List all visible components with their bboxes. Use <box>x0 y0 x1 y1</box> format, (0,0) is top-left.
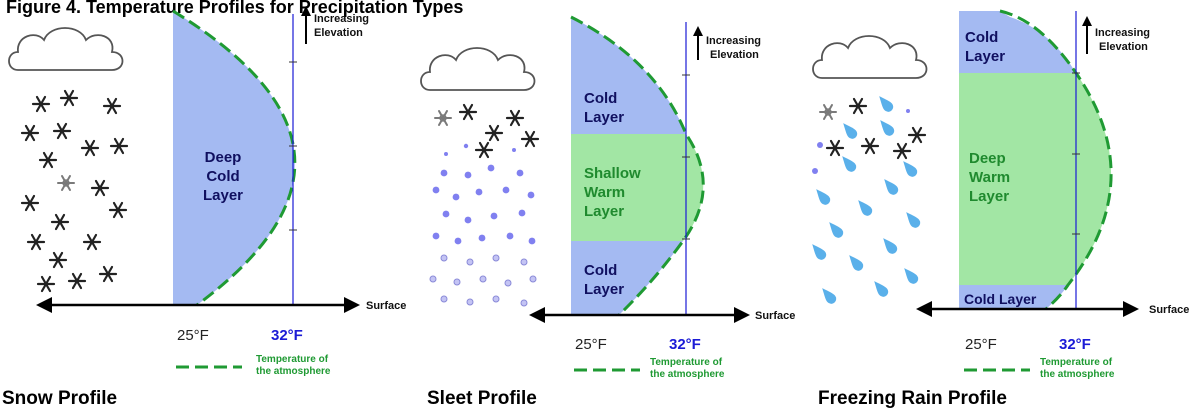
cloud-icon <box>420 47 536 91</box>
ice-pellets <box>429 254 537 307</box>
legend-text: Temperature of <box>650 357 723 368</box>
increasing-label: Increasing <box>706 35 761 47</box>
temp-25-label: 25°F <box>965 336 997 353</box>
profile-label: Snow Profile <box>2 388 117 409</box>
profile-label: Freezing Rain Profile <box>818 388 1007 409</box>
cloud-icon <box>812 35 928 79</box>
profile-label: Sleet Profile <box>427 388 537 409</box>
layer-label-line: Layer <box>969 188 1009 205</box>
layer-label-line: Warm <box>584 184 625 201</box>
surface-label: Surface <box>1149 304 1189 316</box>
cold-layer-region <box>959 285 1068 309</box>
temp-32-label: 32°F <box>1059 336 1091 353</box>
layer-label-line: Deep <box>205 149 242 166</box>
layer-label-line: Cold Layer <box>964 291 1037 307</box>
cold-layer-region <box>571 17 686 134</box>
layer-label-line: Layer <box>965 48 1005 65</box>
warm-layer-region <box>959 73 1112 285</box>
surface-label: Surface <box>366 300 406 312</box>
temperature-profile-line <box>999 9 1113 311</box>
layer-label-line: Cold <box>965 29 998 46</box>
layer-label-line: Cold <box>584 262 617 279</box>
sleet-panel: Increasing Elevation Cold Layer Shallow … <box>420 15 795 409</box>
increasing-label: Increasing <box>314 13 369 25</box>
legend-text: the atmosphere <box>650 369 725 380</box>
layer-label-line: Cold <box>206 168 239 185</box>
temp-32-label: 32°F <box>669 336 701 353</box>
temp-25-label: 25°F <box>177 327 209 344</box>
legend-text: the atmosphere <box>1040 369 1115 380</box>
elevation-label: Elevation <box>1099 41 1148 53</box>
freezing-pellets <box>812 109 910 174</box>
raindrop-icons <box>808 92 923 306</box>
legend-text: the atmosphere <box>256 366 331 377</box>
layer-label-line: Layer <box>203 187 243 204</box>
elevation-label: Elevation <box>710 49 759 61</box>
cold-layer-region <box>173 11 295 305</box>
legend-text: Temperature of <box>256 354 329 365</box>
temperature-profile-line <box>172 9 297 307</box>
cloud-icon <box>8 27 124 71</box>
surface-label: Surface <box>755 310 795 322</box>
layer-label-line: Shallow <box>584 165 641 182</box>
freezing-rain-panel: Increasing Elevation Cold Layer Deep War… <box>808 9 1189 409</box>
snowflake-icons <box>434 103 540 159</box>
snow-panel: Increasing Elevation Deep Cold Layer Sur… <box>2 6 406 409</box>
layer-label-line: Deep <box>969 150 1006 167</box>
layer-label-line: Layer <box>584 203 624 220</box>
layer-label-line: Warm <box>969 169 1010 186</box>
figure-title: Figure 4. Temperature Profiles for Preci… <box>6 0 463 17</box>
elevation-label: Elevation <box>314 27 363 39</box>
snowflake-icons <box>819 97 927 160</box>
temp-25-label: 25°F <box>575 336 607 353</box>
temp-32-label: 32°F <box>271 327 303 344</box>
sleet-pellets <box>432 143 536 245</box>
cold-layer-region <box>571 241 683 315</box>
cold-layer-region <box>959 11 1076 73</box>
increasing-label: Increasing <box>1095 27 1150 39</box>
layer-label-line: Cold <box>584 90 617 107</box>
legend-text: Temperature of <box>1040 357 1113 368</box>
layer-label-line: Layer <box>584 281 624 298</box>
warm-layer-region <box>571 134 704 241</box>
layer-label-line: Layer <box>584 109 624 126</box>
snowflake-icons <box>20 89 129 293</box>
